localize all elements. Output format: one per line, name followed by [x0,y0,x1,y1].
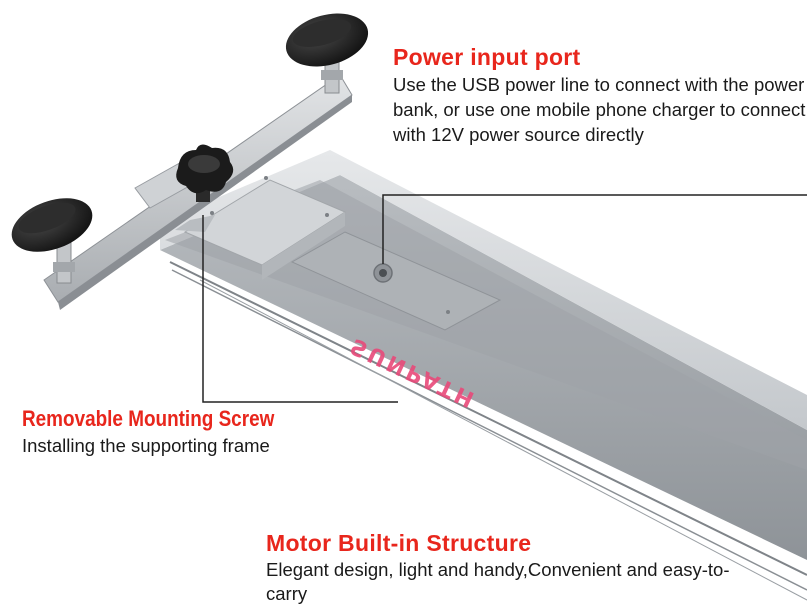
callout-title: Power input port [393,44,581,70]
leader-lines [202,194,807,403]
callout-mounting-screw: Removable Mounting Screw Installing the … [22,406,402,458]
usb-port-icon [373,263,393,283]
callout-power-input-port: Power input port Use the USB power line … [393,44,807,147]
callout-description: Elegant design, light and handy,Convenie… [266,559,730,604]
callout-motor-structure: Motor Built-in Structure Elegant design,… [266,530,736,606]
callout-description: Use the USB power line to connect with t… [393,74,806,145]
suction-cup-knob-icon [11,198,93,284]
carriage-plate [183,176,502,331]
suction-cup-knob-icon [285,13,369,94]
callout-title: Motor Built-in Structure [266,530,532,556]
callout-title: Removable Mounting Screw [22,406,275,431]
mounting-screw-knob-icon [176,144,234,202]
callout-description: Installing the supporting frame [22,435,270,456]
